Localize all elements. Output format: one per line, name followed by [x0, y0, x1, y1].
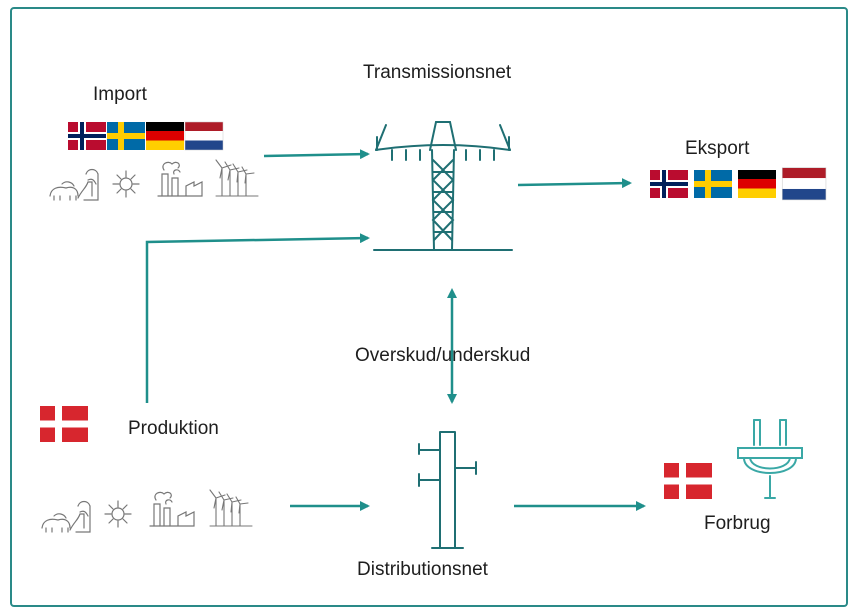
- wind-turbine-icon: [215, 159, 259, 197]
- distribution-label: Distributionsnet: [357, 559, 488, 580]
- import-flags: [68, 121, 224, 151]
- consumption-label: Forbrug: [704, 513, 771, 534]
- denmark-flag-icon: [40, 406, 88, 442]
- sun-icon: [104, 500, 132, 528]
- biogas-farm-icon: [41, 500, 91, 533]
- transmission-label: Transmissionsnet: [363, 62, 512, 83]
- germany-flag-icon: [146, 122, 184, 150]
- flow-arrows: [145, 149, 646, 511]
- norway-flag-icon: [650, 170, 688, 198]
- surplus-label: Overskud/underskud: [355, 345, 531, 366]
- export-label: Eksport: [685, 138, 750, 159]
- germany-flag-icon: [738, 170, 776, 198]
- sweden-flag-icon: [107, 122, 145, 150]
- wind-turbine-icon: [209, 489, 253, 527]
- import-arrow: [263, 149, 370, 160]
- biogas-farm-icon: [49, 168, 99, 201]
- netherlands-flag-icon: [184, 121, 224, 151]
- distribution-pole-icon: [418, 431, 477, 549]
- export-arrow: [517, 178, 632, 189]
- energy-flow-diagram: [40, 121, 827, 549]
- sun-icon: [112, 170, 140, 198]
- production-to-transmission-arrow: [145, 233, 370, 403]
- denmark-flag-icon: [664, 463, 712, 499]
- netherlands-flag-icon: [781, 167, 827, 201]
- power-plant-icon: [157, 161, 203, 197]
- import-generation-icons: [49, 159, 259, 201]
- export-flags: [650, 167, 827, 201]
- norway-flag-icon: [68, 122, 106, 150]
- production-label: Produktion: [128, 418, 219, 439]
- transmission-pylon-icon: [373, 121, 513, 251]
- import-label: Import: [93, 84, 147, 105]
- sweden-flag-icon: [694, 170, 732, 198]
- production-generation-icons: [41, 489, 253, 533]
- plug-icon: [737, 419, 803, 499]
- power-plant-icon: [149, 491, 195, 527]
